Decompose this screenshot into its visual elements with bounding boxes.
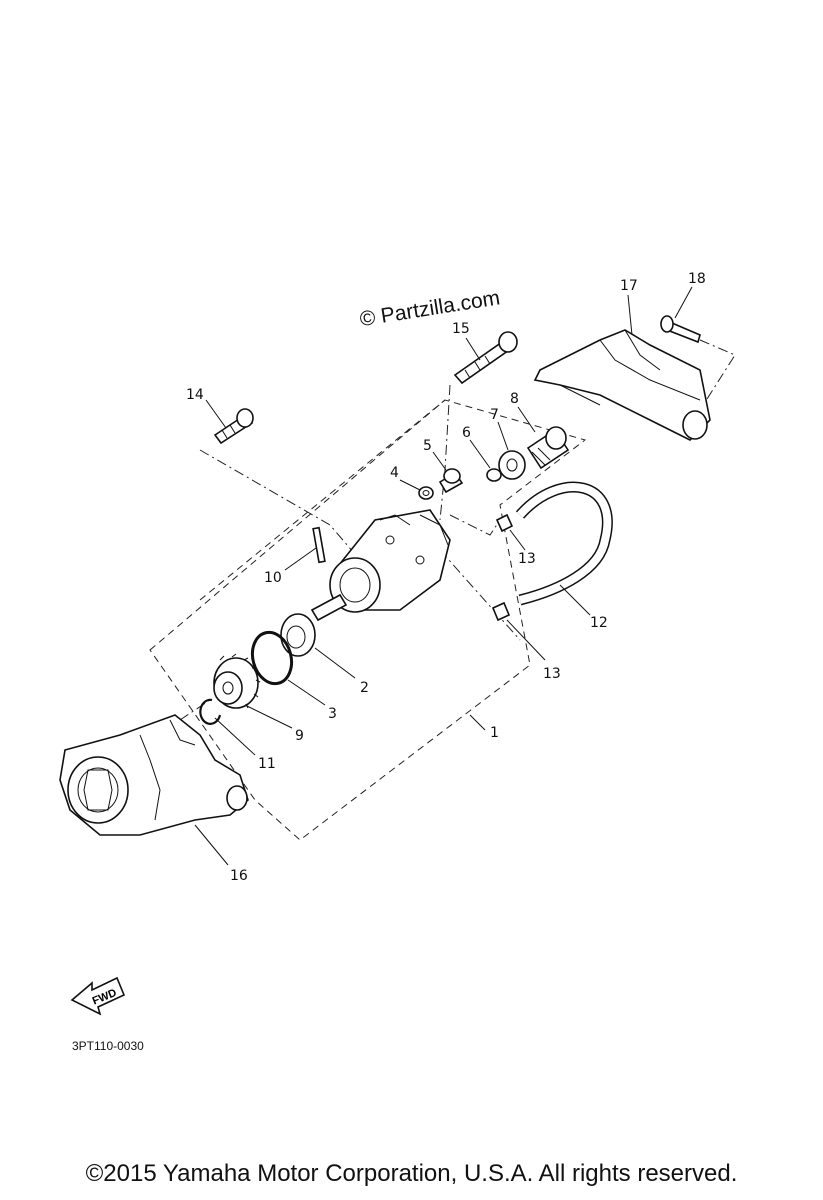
leader-11 — [214, 717, 256, 756]
plug-8 — [526, 426, 570, 470]
leader-13a — [509, 529, 526, 551]
assembly-inner-boundary — [199, 399, 446, 601]
callout-18: 18 — [688, 271, 706, 287]
leader-3 — [287, 679, 326, 706]
diagram-code: 3PT110-0030 — [72, 1039, 144, 1053]
circlip-11 — [199, 698, 222, 725]
o-ring-3 — [250, 630, 294, 686]
bolt-15 — [453, 331, 518, 385]
leader-4 — [399, 479, 421, 491]
callout-10: 10 — [264, 570, 282, 586]
bracket-screw-centerline — [699, 339, 736, 411]
leader-18 — [674, 286, 693, 319]
housing-centerline — [179, 699, 211, 721]
washer-4 — [418, 486, 434, 500]
clamp-13-lower — [491, 601, 511, 622]
leader-2 — [314, 647, 356, 679]
leader-15 — [465, 337, 481, 361]
clamp-13-upper — [495, 513, 514, 533]
callout-13-lower: 13 — [543, 666, 561, 682]
callout-11: 11 — [258, 756, 276, 772]
forward-direction-arrow: FWD — [70, 976, 126, 1016]
leader-9 — [244, 704, 293, 729]
bracket-17 — [533, 329, 711, 441]
bolt-14-centerline — [199, 449, 361, 561]
leader-1 — [469, 714, 486, 731]
copyright-notice: ©2015 Yamaha Motor Corporation, U.S.A. A… — [85, 1160, 738, 1187]
callout-17: 17 — [620, 278, 638, 294]
fitting-centerline — [449, 514, 501, 536]
leader-10 — [284, 547, 317, 571]
nut-7 — [498, 450, 526, 480]
bolt-5 — [438, 468, 464, 494]
callout-14: 14 — [186, 387, 204, 403]
housing-16 — [59, 714, 249, 836]
leader-13b — [506, 619, 546, 661]
bolt-15-centerline — [439, 384, 451, 521]
callout-15: 15 — [452, 321, 470, 337]
leader-7 — [497, 421, 509, 451]
callout-12: 12 — [590, 615, 608, 631]
callout-3: 3 — [328, 706, 337, 722]
gear-9 — [213, 653, 261, 709]
callout-13-upper: 13 — [518, 551, 536, 567]
callout-4: 4 — [390, 465, 399, 481]
washer-6 — [486, 468, 502, 482]
bearing-2 — [280, 613, 316, 657]
callout-9: 9 — [295, 728, 304, 744]
callout-8: 8 — [510, 391, 519, 407]
bolt-14 — [213, 408, 254, 445]
screw-18 — [660, 315, 701, 344]
callout-16: 16 — [230, 868, 248, 884]
leader-5 — [432, 451, 447, 471]
leader-8 — [517, 406, 536, 433]
callout-1: 1 — [490, 725, 499, 741]
callout-2: 2 — [360, 680, 369, 696]
leader-14 — [205, 399, 227, 429]
callout-7: 7 — [490, 407, 499, 423]
watermark-text: © Partzilla.com — [358, 286, 501, 331]
leader-6 — [469, 439, 491, 469]
callout-6: 6 — [462, 425, 471, 441]
assembly-boundary-1 — [149, 399, 587, 841]
pump-body — [310, 509, 451, 622]
pipe-centerline — [439, 549, 521, 641]
pin-10 — [312, 526, 326, 564]
hose-12 — [515, 481, 613, 606]
callout-5: 5 — [423, 438, 432, 454]
leader-12 — [559, 584, 591, 616]
leader-17 — [627, 294, 633, 336]
leader-16 — [194, 824, 229, 866]
